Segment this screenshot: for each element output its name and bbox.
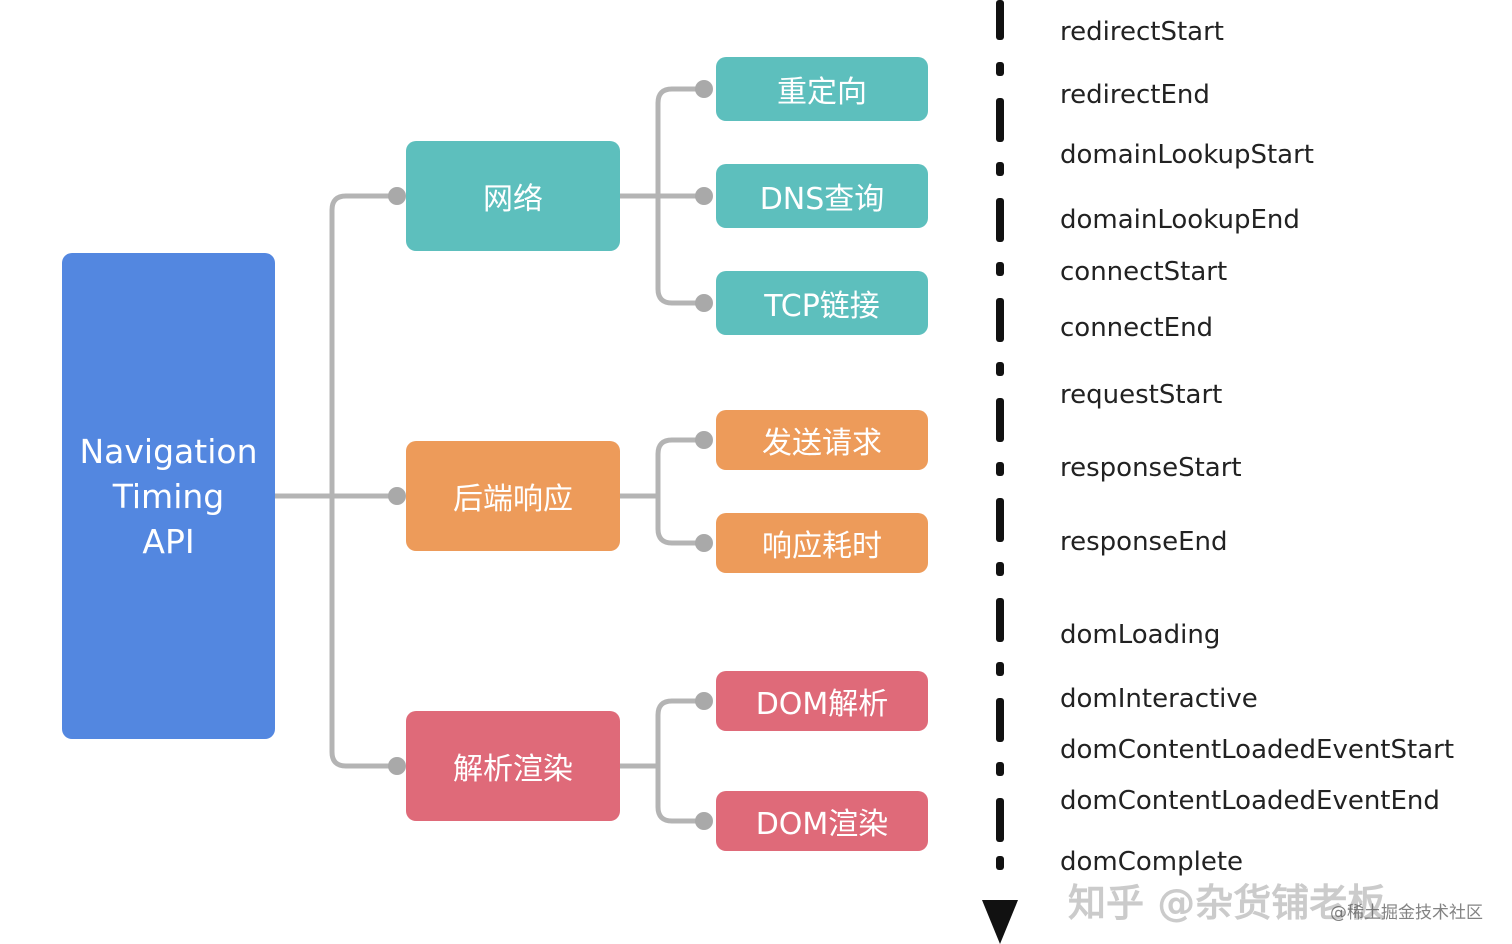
leaf-response-time: 响应耗时: [716, 513, 928, 573]
category-label: 解析渲染: [453, 752, 573, 787]
leaf-label: 重定向: [777, 75, 867, 110]
connector-dot: [695, 812, 713, 830]
leaf-label: 响应耗时: [762, 529, 882, 564]
category-network: 网络: [406, 141, 620, 251]
timeline-arrowhead: [982, 900, 1018, 944]
watermark-juejin: @稀土掘金技术社区: [1330, 903, 1483, 923]
leaf-redirect: 重定向: [716, 57, 928, 121]
connector-backend-branch: [655, 437, 704, 546]
timeline-event: responseEnd: [1060, 527, 1228, 557]
root-node-navigation-timing-api: Navigation Timing API: [62, 253, 275, 739]
root-label-line: Navigation: [79, 431, 258, 471]
connector-dot: [695, 431, 713, 449]
leaf-dns-lookup: DNS查询: [716, 164, 928, 228]
connector-root-branch: [329, 193, 397, 769]
leaf-label: DNS查询: [759, 182, 885, 217]
watermark-zhihu: 知乎 @杂货铺老板: [1068, 881, 1386, 925]
connector-dot: [388, 757, 406, 775]
timeline-arrow: [982, 0, 1018, 944]
connector-dot: [695, 692, 713, 710]
connector-dot: [695, 294, 713, 312]
connector-dot: [695, 187, 713, 205]
connector-dot: [695, 534, 713, 552]
timeline-event: responseStart: [1060, 453, 1242, 483]
root-label-line: API: [142, 521, 195, 561]
category-backend: 后端响应: [406, 441, 620, 551]
leaf-send-request: 发送请求: [716, 410, 928, 470]
timeline-event: redirectStart: [1060, 17, 1224, 47]
timeline-event: domContentLoadedEventEnd: [1060, 786, 1440, 816]
leaf-dom-render: DOM渲染: [716, 791, 928, 851]
timeline-event: requestStart: [1060, 380, 1223, 410]
connector-dot: [388, 187, 406, 205]
leaf-tcp-connect: TCP链接: [716, 271, 928, 335]
category-label: 网络: [483, 182, 543, 217]
timeline-event: domainLookupStart: [1060, 140, 1314, 170]
leaf-label: DOM解析: [755, 687, 889, 722]
leaf-label: 发送请求: [762, 426, 882, 461]
connector-dot: [388, 487, 406, 505]
category-render: 解析渲染: [406, 711, 620, 821]
timeline-event: domComplete: [1060, 847, 1244, 877]
connector-dot: [695, 80, 713, 98]
timeline-event: connectStart: [1060, 257, 1228, 287]
leaf-label: DOM渲染: [755, 807, 889, 842]
timeline-event: connectEnd: [1060, 313, 1214, 343]
leaf-label: TCP链接: [764, 289, 880, 324]
connector-render-branch: [655, 698, 704, 824]
root-label-line: Timing: [112, 476, 225, 516]
leaf-dom-parse: DOM解析: [716, 671, 928, 731]
timeline-event: domLoading: [1060, 620, 1221, 650]
category-label: 后端响应: [453, 482, 573, 517]
timeline-event: redirectEnd: [1060, 80, 1210, 110]
timeline-event: domContentLoadedEventStart: [1060, 735, 1455, 765]
timeline-event: domInteractive: [1060, 684, 1258, 714]
timeline-event: domainLookupEnd: [1060, 205, 1300, 235]
